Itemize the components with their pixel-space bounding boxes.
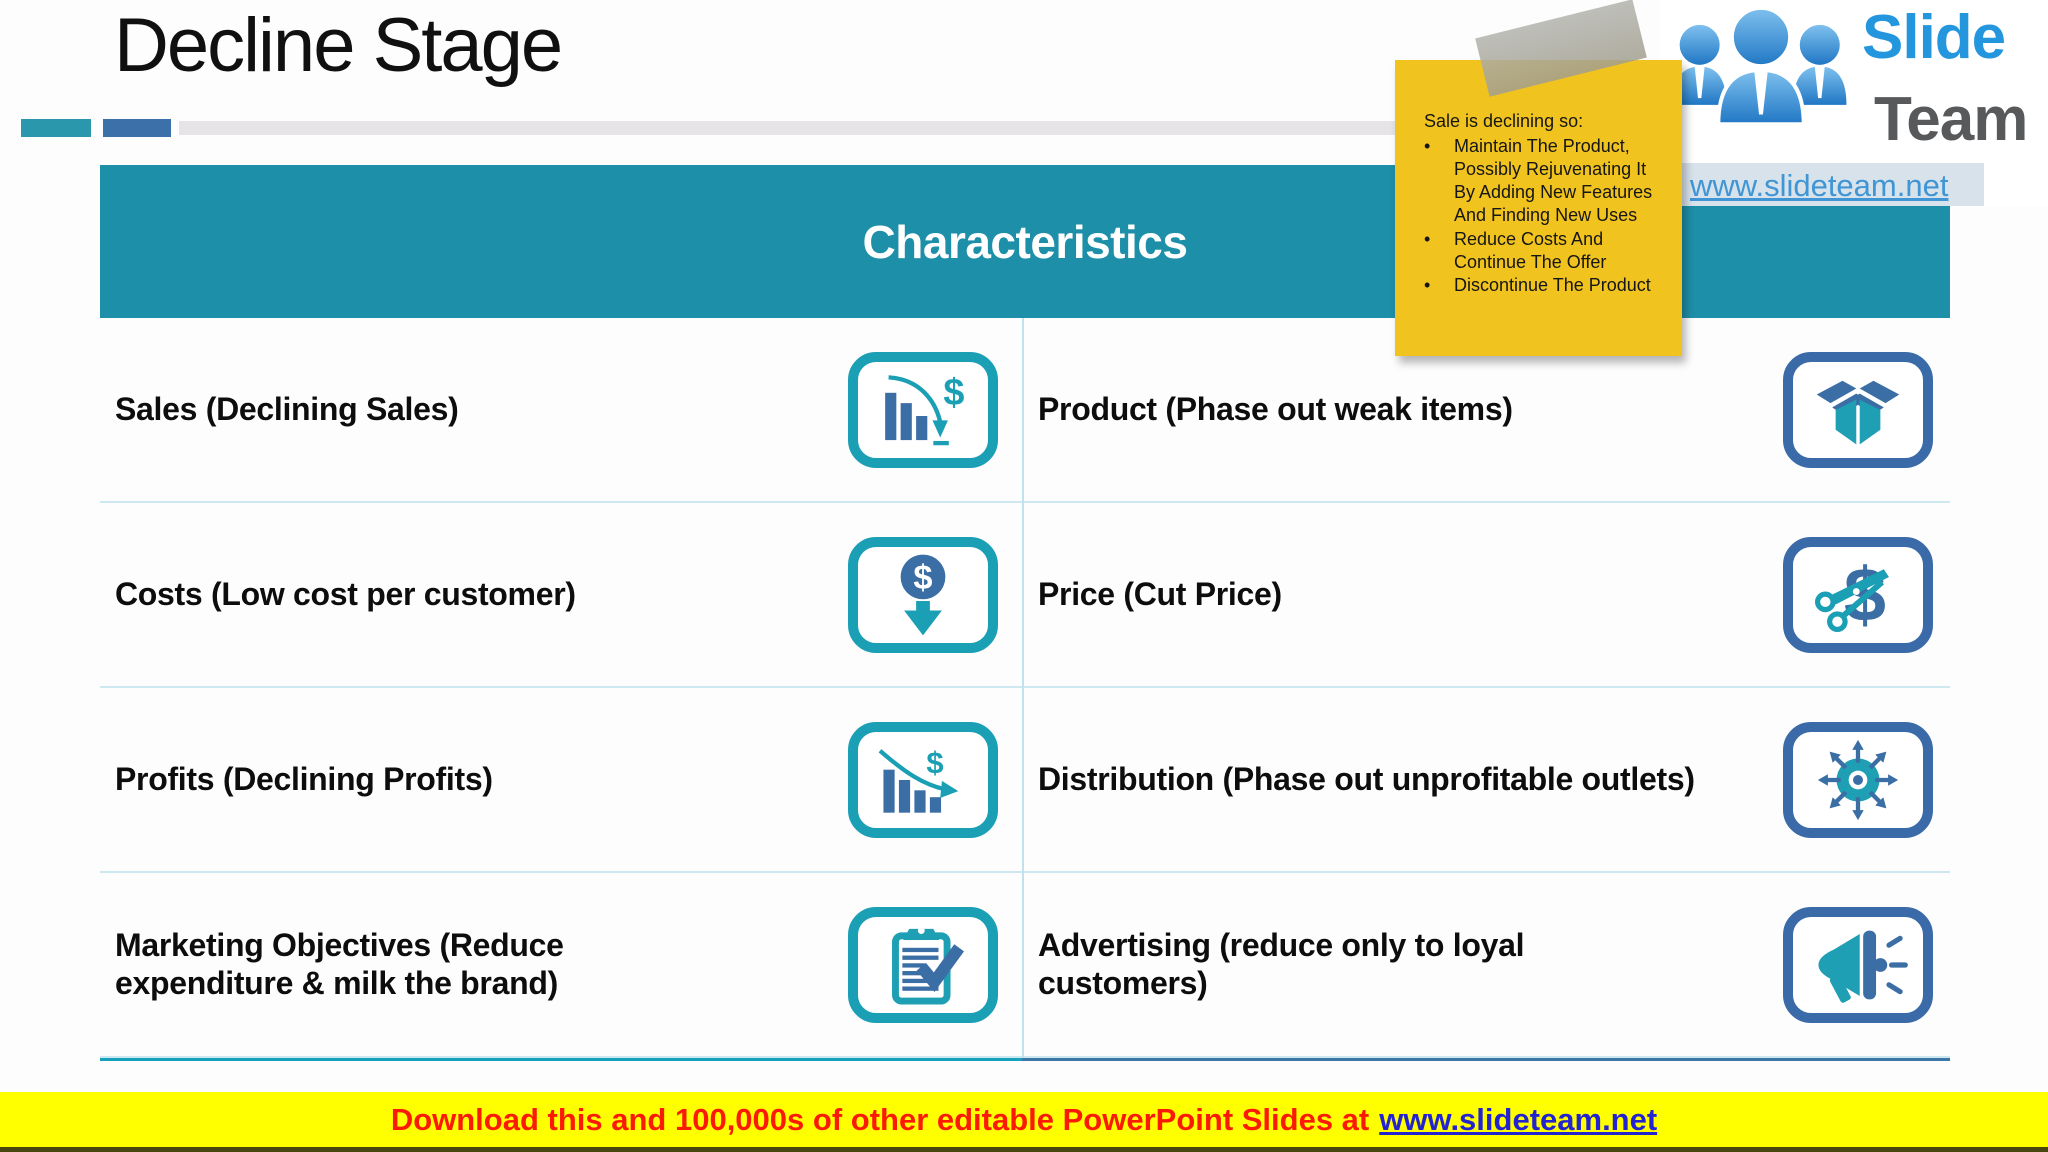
- sticky-note-bullet-text: Reduce Costs And Continue The Offer: [1454, 228, 1607, 272]
- bullet-dot: •: [1424, 136, 1431, 157]
- sticky-note-bullet: • Reduce Costs And Continue The Offer: [1424, 228, 1664, 274]
- sticky-note-bullet-text: Maintain The Product, Possibly Rejuvenat…: [1454, 136, 1653, 226]
- sticky-note-bullet: • Maintain The Product, Possibly Rejuven…: [1424, 135, 1664, 227]
- cell-price: Price (Cut Price) $: [1022, 503, 1948, 686]
- dollar-down-icon: $: [848, 536, 998, 653]
- table-row: Profits (Declining Profits) $ Distributi…: [100, 688, 1950, 873]
- cell-product: Product (Phase out weak items): [1022, 318, 1948, 501]
- logo-brand-bottom: Team: [1874, 85, 2028, 154]
- sticky-note-bullet: • Discontinue The Product: [1424, 274, 1664, 297]
- svg-text:$: $: [913, 558, 932, 596]
- declining-sales-chart-icon: $: [848, 351, 998, 468]
- cell-advertising: Advertising (reduce only to loyal custom…: [1022, 873, 1948, 1056]
- sticky-note-bullet-text: Discontinue The Product: [1454, 274, 1651, 295]
- bullet-dot: •: [1424, 274, 1431, 295]
- bullet-dot: •: [1424, 228, 1431, 249]
- cell-profits: Profits (Declining Profits) $: [100, 688, 1022, 871]
- column-divider: [1022, 318, 1024, 1058]
- slideteam-url-link[interactable]: www.slideteam.net: [1690, 168, 1949, 203]
- svg-text:$: $: [943, 371, 964, 413]
- table-body: Sales (Declining Sales) $ Product (Phase…: [100, 318, 1950, 1061]
- row-label: Product (Phase out weak items): [1038, 390, 1513, 427]
- row-label: Profits (Declining Profits): [115, 760, 493, 797]
- declining-profits-chart-icon: $: [848, 721, 998, 838]
- title-accent-bar-blue: [103, 119, 171, 137]
- sticky-note-heading: Sale is declining so:: [1424, 111, 1584, 131]
- row-label: Costs (Low cost per customer): [115, 575, 576, 612]
- logo-brand-top: Slide: [1862, 3, 2006, 72]
- svg-text:$: $: [926, 745, 943, 780]
- table-bottom-border-left: [100, 1058, 1022, 1061]
- cell-sales: Sales (Declining Sales) $: [100, 318, 1022, 501]
- price-cut-scissors-icon: $: [1783, 536, 1933, 653]
- cell-marketing-objectives: Marketing Objectives (Reduce expenditure…: [100, 873, 1022, 1056]
- characteristics-table: Characteristics Sales (Declining Sales) …: [100, 165, 1950, 1061]
- row-label: Sales (Declining Sales): [115, 390, 459, 427]
- footer-link[interactable]: www.slideteam.net: [1379, 1101, 1658, 1137]
- title-accent-bar-teal: [21, 119, 91, 137]
- table-row: Marketing Objectives (Reduce expenditure…: [100, 873, 1950, 1058]
- logo-url-strip: www.slideteam.net: [1682, 163, 1984, 206]
- clipboard-check-icon: [848, 906, 998, 1023]
- cell-distribution: Distribution (Phase out unprofitable out…: [1022, 688, 1948, 871]
- table-row: Costs (Low cost per customer) $ Price (C…: [100, 503, 1950, 688]
- distribution-network-icon: [1783, 721, 1933, 838]
- row-label: Advertising (reduce only to loyal custom…: [1038, 927, 1525, 1001]
- table-bottom-border-right: [1022, 1058, 1950, 1061]
- slideteam-logo: Slide Team www.slideteam.net: [1660, 0, 2048, 206]
- footer-message: Download this and 100,000s of other edit…: [390, 1101, 1370, 1137]
- page-title: Decline Stage: [114, 3, 563, 88]
- table-header-label: Characteristics: [862, 215, 1188, 268]
- sticky-note: Sale is declining so: • Maintain The Pro…: [1395, 60, 1682, 356]
- people-icon: [1672, 6, 1847, 127]
- row-label: Distribution (Phase out unprofitable out…: [1038, 760, 1695, 797]
- open-box-icon: [1783, 351, 1933, 468]
- sticky-note-list: • Maintain The Product, Possibly Rejuven…: [1424, 135, 1664, 296]
- row-label: Marketing Objectives (Reduce expenditure…: [115, 927, 564, 1001]
- cell-costs: Costs (Low cost per customer) $: [100, 503, 1022, 686]
- row-label: Price (Cut Price): [1038, 575, 1282, 612]
- footer-banner: Download this and 100,000s of other edit…: [0, 1092, 2048, 1152]
- megaphone-icon: [1783, 906, 1933, 1023]
- table-row: Sales (Declining Sales) $ Product (Phase…: [100, 318, 1950, 503]
